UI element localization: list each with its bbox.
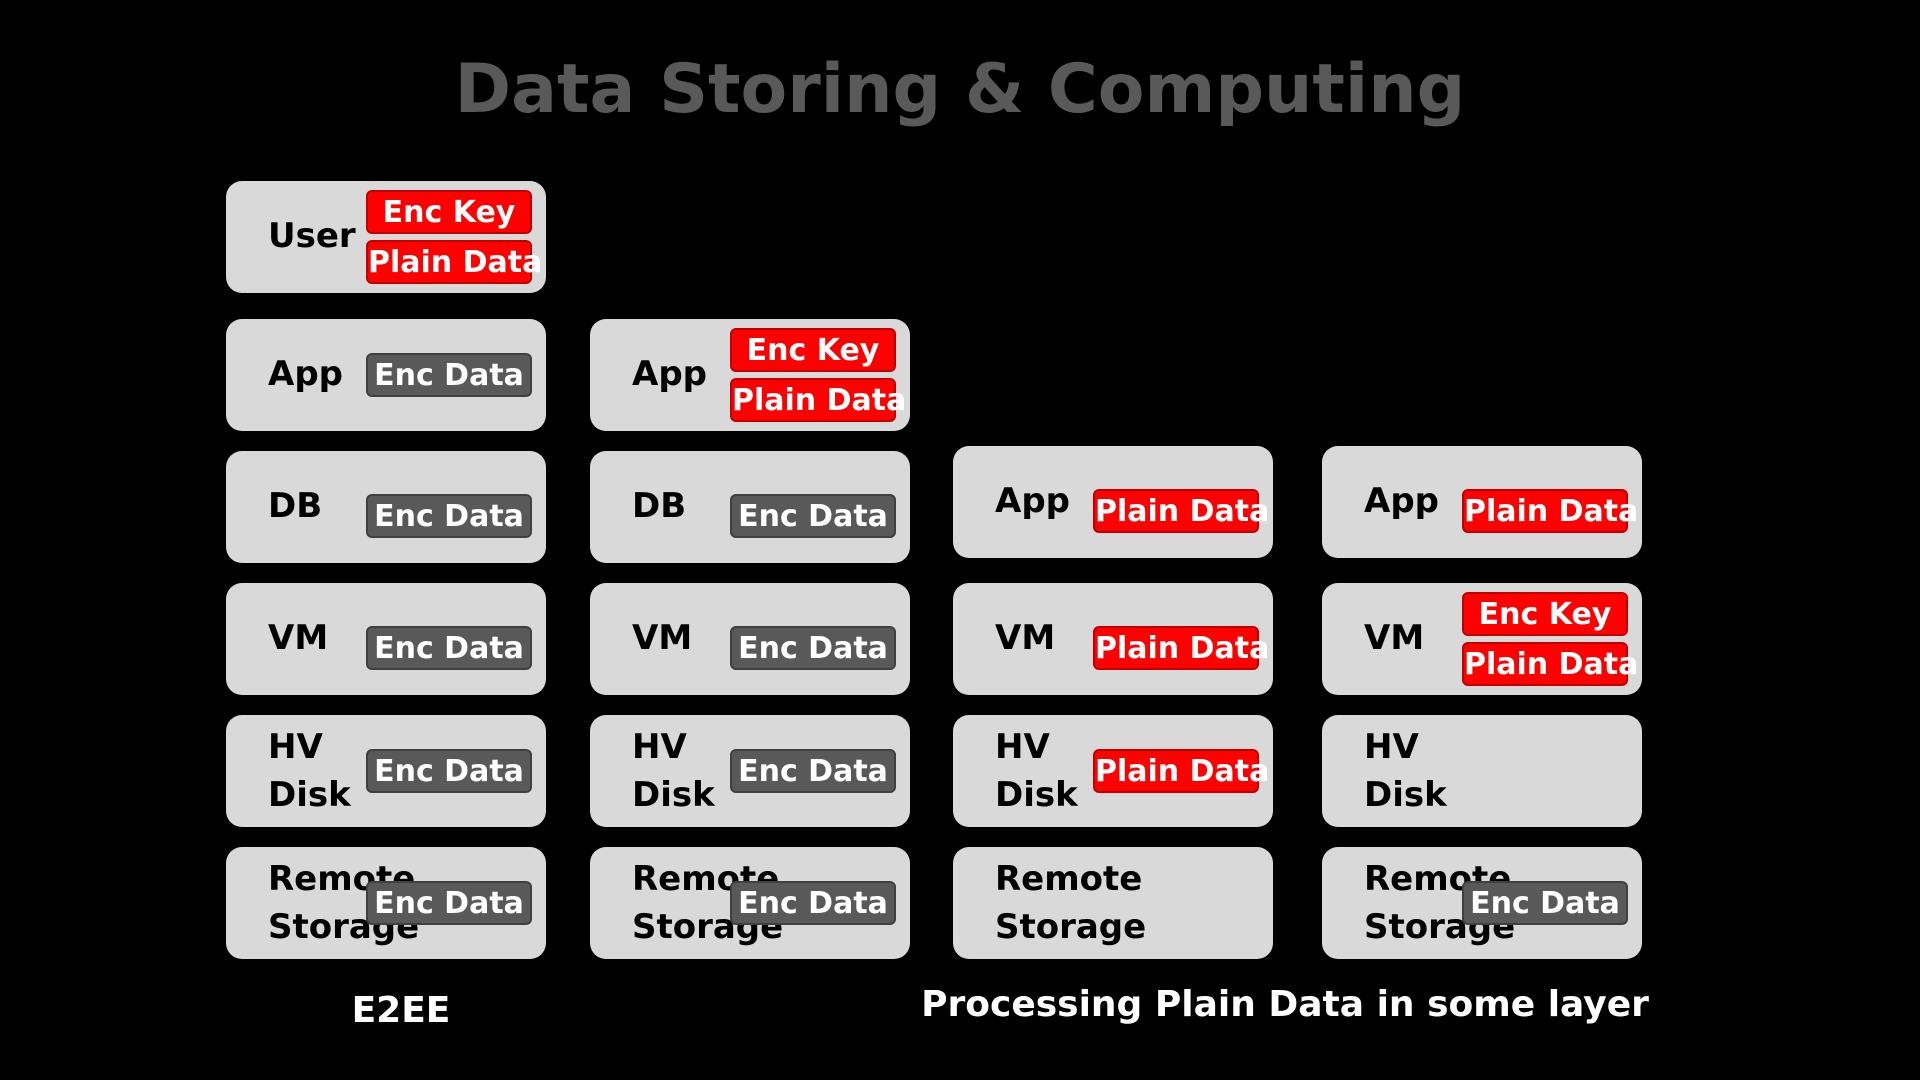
layer-label: Disk bbox=[268, 775, 351, 815]
layer-label: VM bbox=[995, 618, 1056, 658]
layer-label: HV bbox=[1364, 727, 1419, 767]
encrypted-tag: Enc Data bbox=[730, 881, 896, 925]
layer-box-vm: VM Enc Data bbox=[226, 583, 546, 695]
page-title: Data Storing & Computing bbox=[454, 50, 1466, 129]
plain-tag: Plain Data bbox=[1093, 749, 1269, 793]
layer-label: HV bbox=[268, 727, 323, 767]
plain-tag: Plain Data bbox=[1093, 489, 1269, 533]
encrypted-tag: Enc Data bbox=[366, 353, 532, 397]
plain-tag: Enc Key bbox=[1462, 592, 1628, 636]
layer-box-db: DB Enc Data bbox=[590, 451, 910, 563]
layer-box-app: App Plain Data bbox=[953, 446, 1273, 558]
layer-label: User bbox=[268, 216, 356, 256]
layer-label: App bbox=[632, 354, 707, 394]
layer-box-hv-disk: HV Disk Enc Data bbox=[590, 715, 910, 827]
layer-label: App bbox=[268, 354, 343, 394]
layer-label: HV bbox=[995, 727, 1050, 767]
layer-box-app: App Plain Data bbox=[1322, 446, 1642, 558]
caption-processing: Processing Plain Data in some layer bbox=[921, 984, 1649, 1025]
layer-label: Disk bbox=[632, 775, 715, 815]
layer-label: VM bbox=[1364, 618, 1425, 658]
layer-label: Storage bbox=[995, 907, 1147, 947]
layer-label: HV bbox=[632, 727, 687, 767]
encrypted-tag: Enc Data bbox=[366, 494, 532, 538]
layer-box-app: App Enc Data bbox=[226, 319, 546, 431]
plain-tag: Plain Data bbox=[366, 240, 542, 284]
layer-box-hv-disk: HV Disk bbox=[1322, 715, 1642, 827]
layer-label: VM bbox=[268, 618, 329, 658]
layer-label: Disk bbox=[1364, 775, 1447, 815]
layer-label: DB bbox=[632, 486, 687, 526]
encrypted-tag: Enc Data bbox=[366, 881, 532, 925]
plain-tag: Plain Data bbox=[1462, 642, 1638, 686]
plain-tag: Enc Key bbox=[366, 190, 532, 234]
plain-tag: Plain Data bbox=[1462, 489, 1638, 533]
layer-label: Remote bbox=[995, 859, 1143, 899]
plain-tag: Plain Data bbox=[730, 378, 906, 422]
layer-box-db: DB Enc Data bbox=[226, 451, 546, 563]
layer-box-vm: VM Plain Data bbox=[953, 583, 1273, 695]
encrypted-tag: Enc Data bbox=[1462, 881, 1628, 925]
encrypted-tag: Enc Data bbox=[730, 626, 896, 670]
encrypted-tag: Enc Data bbox=[730, 494, 896, 538]
plain-tag: Enc Key bbox=[730, 328, 896, 372]
encrypted-tag: Enc Data bbox=[366, 749, 532, 793]
encrypted-tag: Enc Data bbox=[366, 626, 532, 670]
layer-label: App bbox=[995, 481, 1070, 521]
plain-tag: Plain Data bbox=[1093, 626, 1269, 670]
layer-box-hv-disk: HV Disk Plain Data bbox=[953, 715, 1273, 827]
encrypted-tag: Enc Data bbox=[730, 749, 896, 793]
layer-label: Disk bbox=[995, 775, 1078, 815]
layer-box-hv-disk: HV Disk Enc Data bbox=[226, 715, 546, 827]
layer-label: VM bbox=[632, 618, 693, 658]
layer-label: DB bbox=[268, 486, 323, 526]
layer-label: App bbox=[1364, 481, 1439, 521]
layer-box-vm: VM Enc Data bbox=[590, 583, 910, 695]
caption-e2ee: E2EE bbox=[351, 990, 451, 1031]
